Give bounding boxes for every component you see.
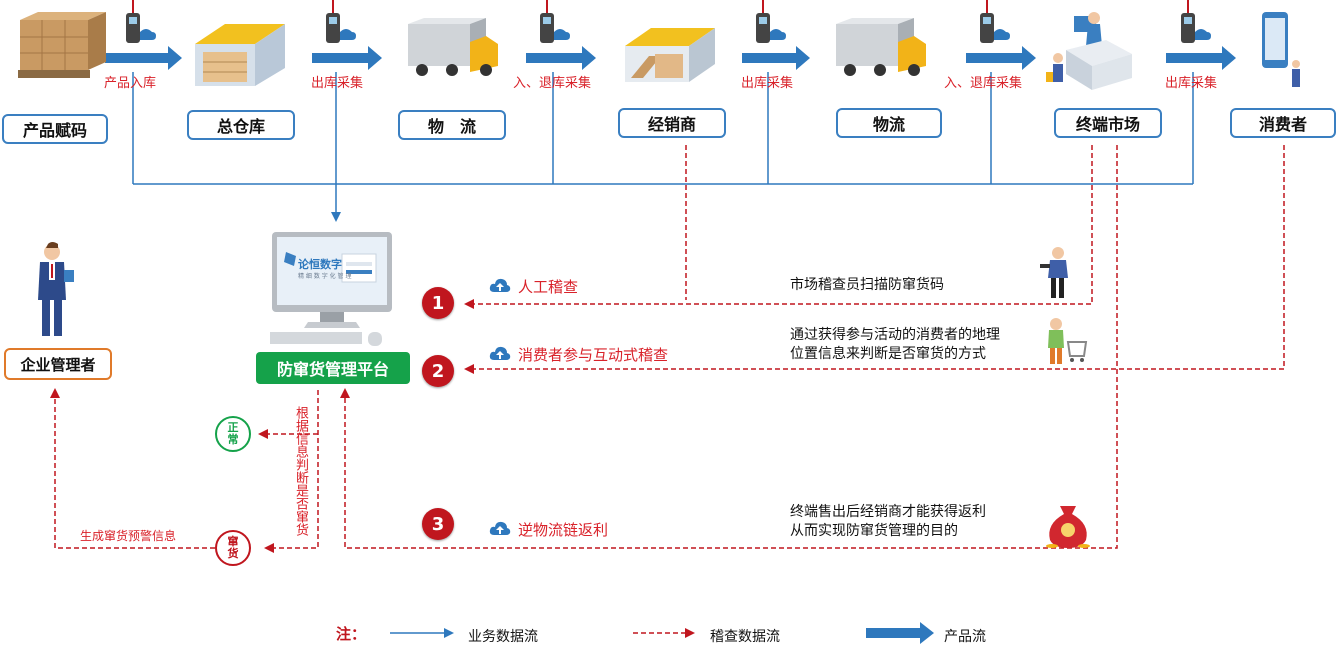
node-distributor: 经销商 — [618, 108, 726, 138]
status-diverted: 窜货 — [215, 530, 251, 566]
status-diverted-label: 窜货 — [227, 535, 239, 560]
inspector-figure-icon — [1040, 247, 1068, 298]
node-logistics-2: 物流 — [836, 108, 942, 138]
computer-monitor-icon — [270, 232, 392, 346]
product-flow-arrows — [105, 46, 1236, 70]
anti-diversion-platform: 防窜货管理平台 — [256, 352, 410, 384]
truck-icon — [408, 18, 498, 76]
status-normal: 正常 — [215, 416, 251, 452]
scanner-icons — [126, 0, 1211, 43]
smartphone-icon — [1262, 12, 1300, 87]
audit-data-lines — [50, 145, 1285, 553]
business-data-lines — [132, 72, 1194, 222]
method-number-3: 3 — [422, 508, 454, 540]
shopper-cart-icon — [1048, 318, 1088, 364]
screen-brand: 论恒数字 — [298, 258, 342, 271]
node-product-code: 产品赋码 — [2, 114, 108, 144]
manager-figure-icon — [38, 242, 74, 336]
truck-icon — [836, 18, 926, 76]
store-counter-icon — [1046, 12, 1132, 90]
money-bag-icon — [1046, 506, 1090, 548]
method-title-2: 消费者参与互动式稽查 — [518, 346, 669, 364]
status-normal-label: 正常 — [227, 421, 239, 446]
legend-product-arrow — [866, 622, 934, 644]
judge-info-text: 根据信息判断是否窜货 — [293, 406, 308, 536]
cloud-upload-icon — [489, 346, 511, 360]
method-number-2: 2 — [422, 355, 454, 387]
legend-note: 注： — [336, 625, 367, 643]
legend-product-label: 产品流 — [944, 629, 986, 645]
method-desc-3-line1: 终端售出后经销商才能获得返利 — [790, 504, 986, 520]
cloud-upload-icon — [489, 521, 511, 535]
label-in-return-collect-2: 入、退库采集 — [944, 76, 1023, 91]
node-logistics-1: 物 流 — [398, 110, 506, 140]
method-desc-2-line1: 通过获得参与活动的消费者的地理 — [790, 327, 1000, 343]
node-terminal-market: 终端市场 — [1054, 108, 1162, 138]
label-out-collect-1: 出库采集 — [311, 76, 364, 91]
method-desc-3-line2: 从而实现防窜货管理的目的 — [790, 523, 958, 539]
alert-info-text: 生成窜货预警信息 — [80, 529, 177, 543]
screen-subtitle: 精 细 数 字 化 管 理 — [298, 273, 352, 280]
node-warehouse: 总仓库 — [187, 110, 295, 140]
method-desc-2-line2: 位置信息来判断是否窜货的方式 — [790, 346, 986, 362]
label-product-in: 产品入库 — [104, 76, 157, 91]
method-number-1: 1 — [422, 287, 454, 319]
cloud-upload-icon — [489, 278, 511, 292]
enterprise-manager: 企业管理者 — [4, 348, 112, 380]
label-out-collect-2: 出库采集 — [741, 76, 794, 91]
method-title-3: 逆物流链返利 — [518, 521, 609, 539]
method-desc-1: 市场稽查员扫描防窜货码 — [790, 277, 944, 293]
distributor-building-icon — [625, 28, 715, 82]
pallet-boxes-icon — [18, 12, 106, 78]
method-title-1: 人工稽查 — [518, 278, 579, 296]
legend-business-label: 业务数据流 — [468, 629, 538, 645]
label-out-collect-3: 出库采集 — [1165, 76, 1218, 91]
legend-audit-label: 稽查数据流 — [710, 629, 780, 645]
node-consumer: 消费者 — [1230, 108, 1336, 138]
label-in-return-collect-1: 入、退库采集 — [513, 76, 592, 91]
warehouse-icon — [195, 24, 285, 86]
